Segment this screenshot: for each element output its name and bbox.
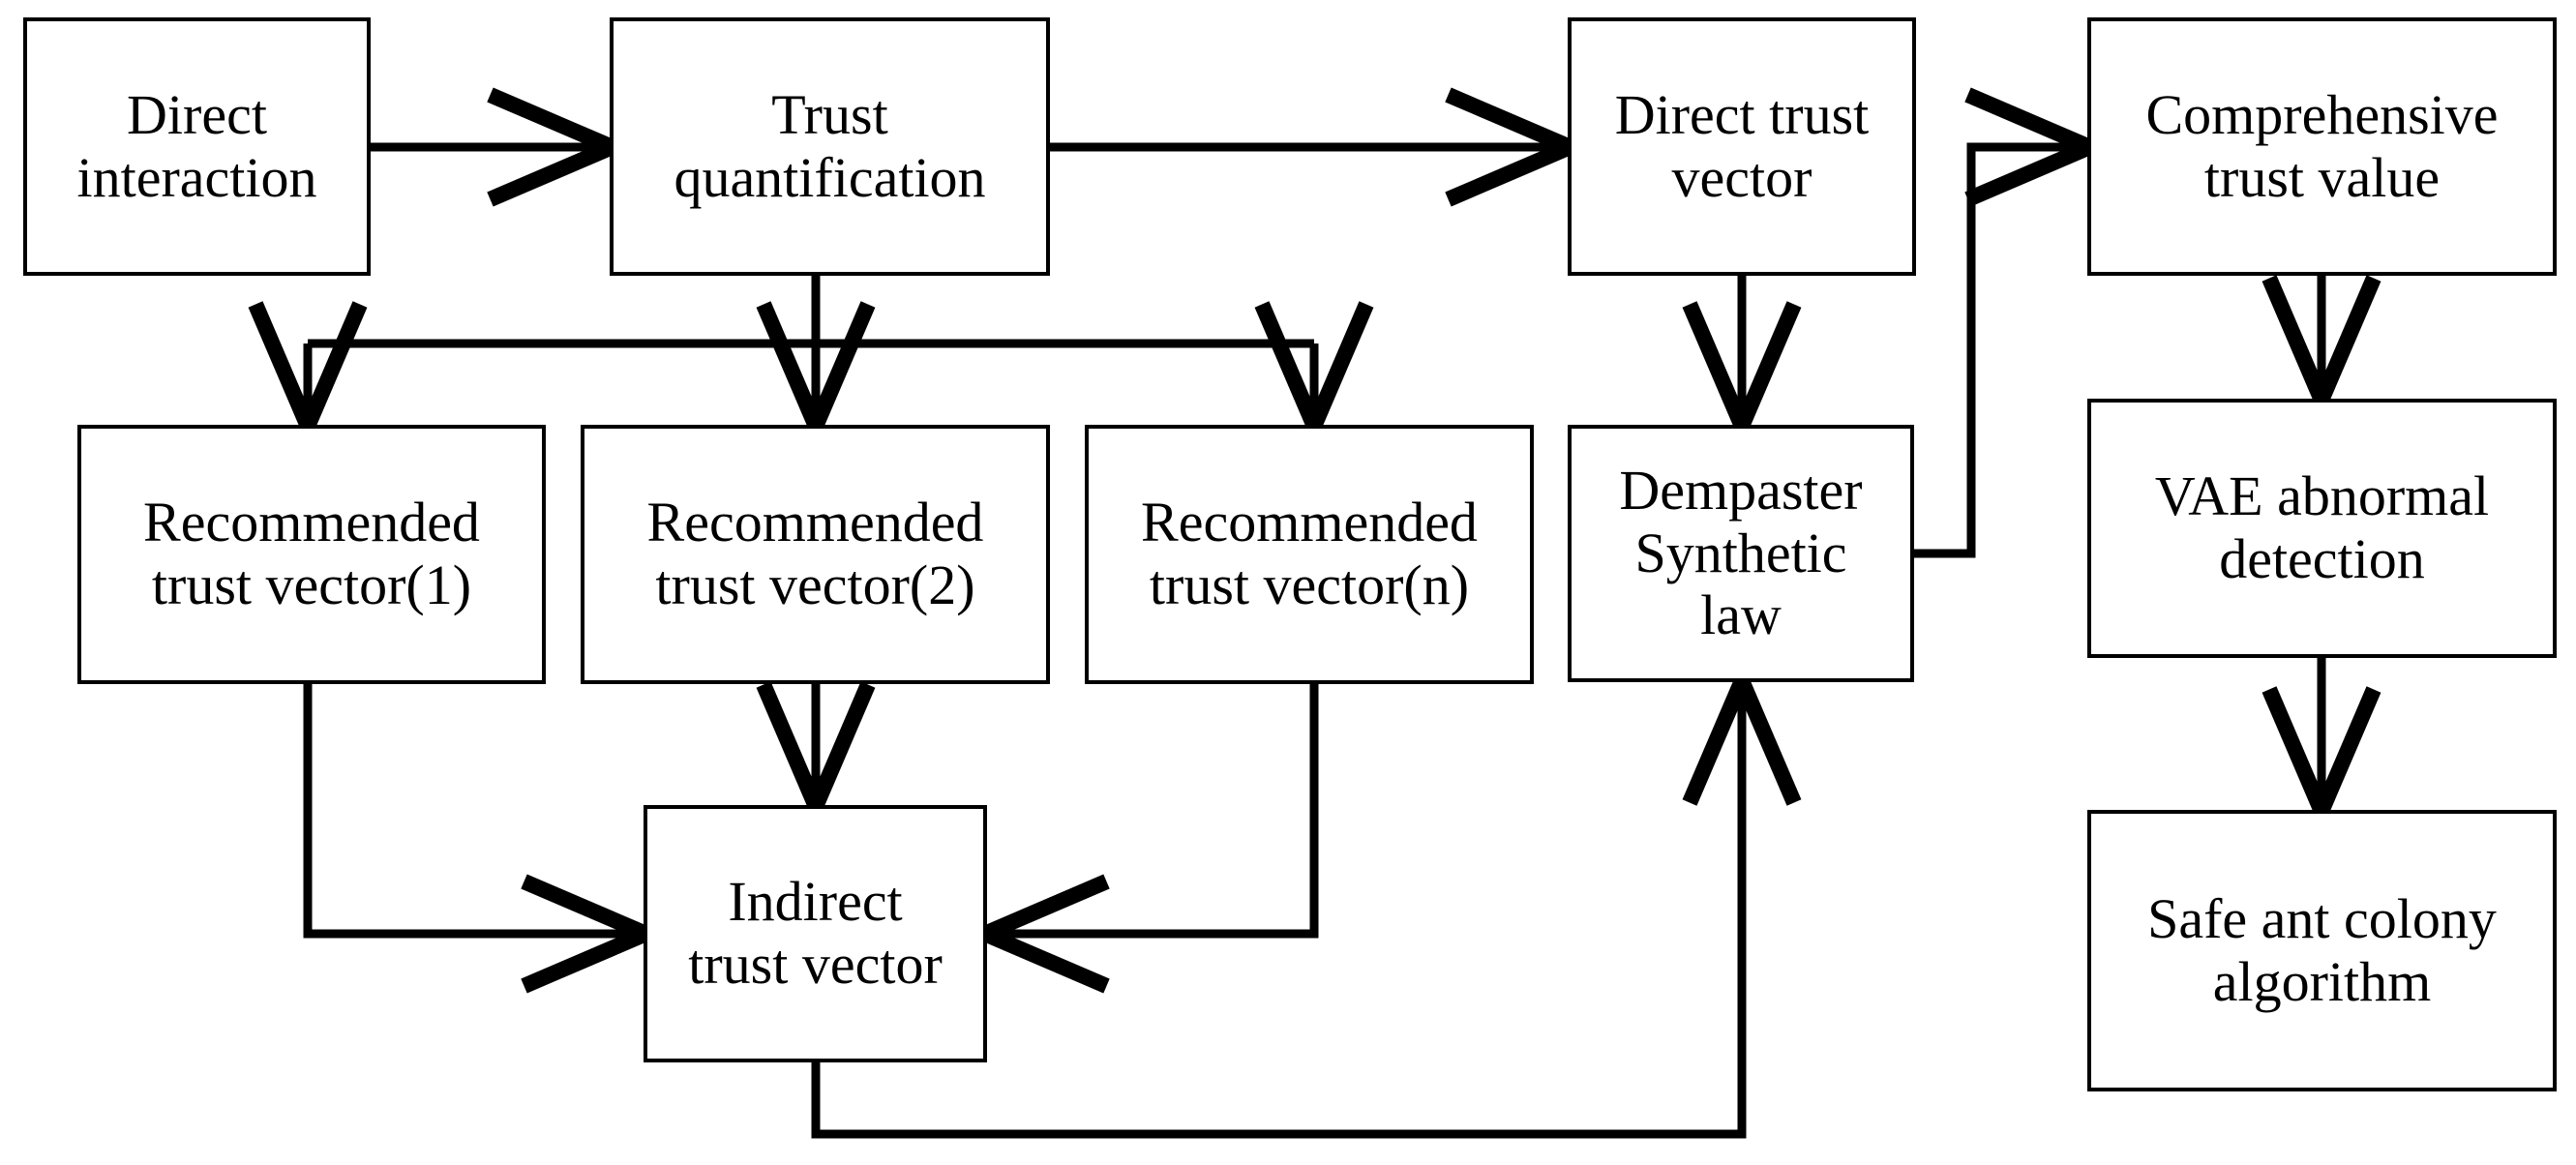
node-safe-ant-colony-algorithm[interactable]: Safe ant colony algorithm [2087,810,2557,1091]
node-label-direct-interaction: Direct interaction [76,82,317,209]
node-label-recommended-trust-vector-2: Recommended trust vector(2) [646,491,984,616]
node-label-dempaster-synthetic-law: Dempaster Synthetic law [1619,458,1863,647]
edge-dempaster-to-comprehensive [1914,87,2111,558]
node-vae-abnormal-detection[interactable]: VAE abnormal detection [2087,399,2557,658]
node-direct-interaction[interactable]: Direct interaction [23,17,371,276]
node-recommended-trust-vector-n[interactable]: Recommended trust vector(n) [1085,425,1534,684]
edge-recommended-n-to-indirect [964,684,1319,994]
node-dempaster-synthetic-law[interactable]: Dempaster Synthetic law [1568,425,1914,682]
node-label-recommended-trust-vector-1: Recommended trust vector(1) [143,491,480,616]
node-comprehensive-trust-value[interactable]: Comprehensive trust value [2087,17,2557,276]
node-recommended-trust-vector-2[interactable]: Recommended trust vector(2) [581,425,1050,684]
node-label-indirect-trust-vector: Indirect trust vector [688,870,943,996]
edge-trust-quantification-fanout-bus [308,276,1314,348]
node-trust-quantification[interactable]: Trust quantification [610,17,1050,276]
node-label-direct-trust-vector: Direct trust vector [1614,82,1870,209]
node-label-vae-abnormal-detection: VAE abnormal detection [2154,464,2490,590]
node-indirect-trust-vector[interactable]: Indirect trust vector [644,805,987,1062]
node-direct-trust-vector[interactable]: Direct trust vector [1568,17,1916,276]
node-label-trust-quantification: Trust quantification [674,82,986,209]
edge-recommended-1-to-indirect [303,684,667,994]
node-label-recommended-trust-vector-n: Recommended trust vector(n) [1141,491,1478,616]
node-label-safe-ant-colony-algorithm: Safe ant colony algorithm [2147,886,2497,1013]
node-label-comprehensive-trust-value: Comprehensive trust value [2145,82,2499,209]
node-recommended-trust-vector-1[interactable]: Recommended trust vector(1) [77,425,546,684]
